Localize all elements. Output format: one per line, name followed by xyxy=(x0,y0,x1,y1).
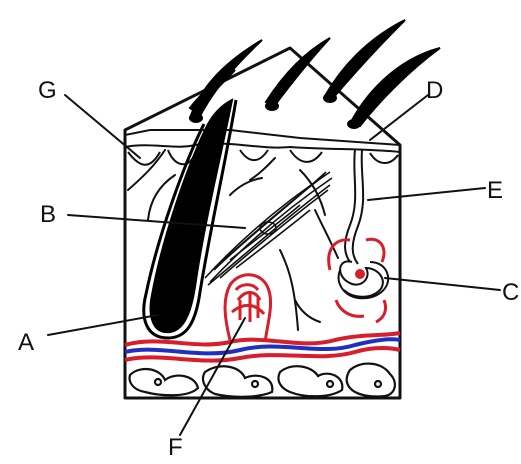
epidermis-layer xyxy=(125,130,400,152)
leader-lines xyxy=(48,95,500,435)
leader-line-e xyxy=(368,188,485,200)
label-f: F xyxy=(168,434,183,461)
label-a: A xyxy=(18,329,34,356)
label-b: B xyxy=(40,201,56,228)
dermal-capillary-icon xyxy=(225,275,271,342)
capillary-bed-icon xyxy=(329,239,386,322)
leader-line-f xyxy=(180,318,245,435)
leader-line-a xyxy=(48,315,158,335)
label-e: E xyxy=(487,177,503,204)
label-g: G xyxy=(38,77,57,104)
label-c: C xyxy=(502,279,519,306)
hair-follicle-icon xyxy=(144,100,236,338)
label-d: D xyxy=(426,77,443,104)
dermal-papillae xyxy=(128,150,398,165)
sweat-gland-icon xyxy=(339,150,389,298)
leader-line-c xyxy=(385,278,500,290)
fat-tissue-icon xyxy=(130,364,395,397)
arrector-pili-muscle-icon xyxy=(205,172,332,285)
leader-line-b xyxy=(68,215,245,228)
